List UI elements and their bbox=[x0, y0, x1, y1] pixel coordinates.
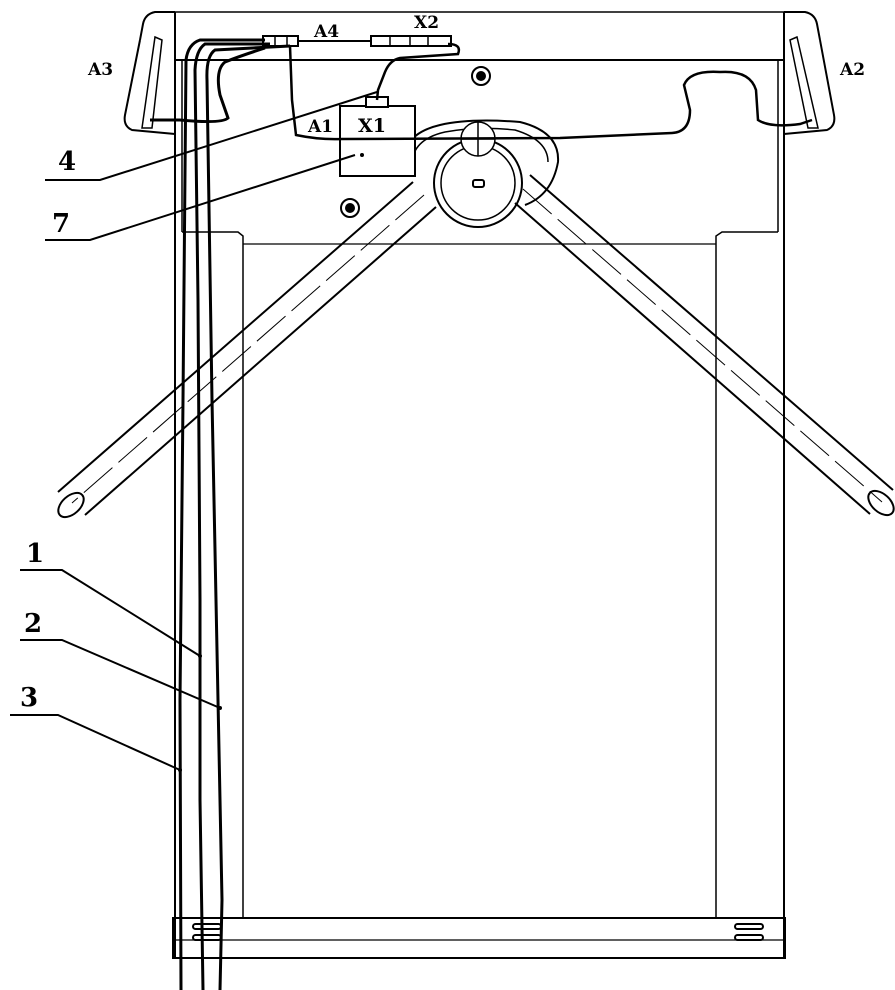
leader-label-3: 3 bbox=[20, 683, 38, 713]
label-a3: A3 bbox=[87, 60, 113, 80]
leader-lines bbox=[10, 91, 378, 772]
screw-top bbox=[471, 66, 491, 86]
reader-a2 bbox=[783, 35, 836, 135]
leader-label-1: 1 bbox=[26, 539, 44, 569]
label-a1: A1 bbox=[307, 117, 333, 137]
rotor-hub bbox=[403, 119, 560, 228]
reader-a3 bbox=[123, 35, 176, 135]
label-x2: X2 bbox=[414, 13, 439, 33]
leader-label-2: 2 bbox=[24, 609, 42, 639]
turnstile-housing bbox=[139, 11, 821, 959]
leader-label-7: 7 bbox=[52, 209, 70, 239]
label-a4: A4 bbox=[313, 22, 339, 42]
leader-label-4: 4 bbox=[58, 147, 76, 177]
connector-x2 bbox=[370, 35, 452, 47]
turnstile-arm-right bbox=[514, 174, 895, 517]
label-a2: A2 bbox=[839, 60, 865, 80]
cable-bundle bbox=[150, 38, 813, 990]
label-x1: X1 bbox=[358, 115, 386, 137]
screw-left bbox=[340, 198, 360, 218]
turnstile-arm-left bbox=[57, 181, 437, 519]
